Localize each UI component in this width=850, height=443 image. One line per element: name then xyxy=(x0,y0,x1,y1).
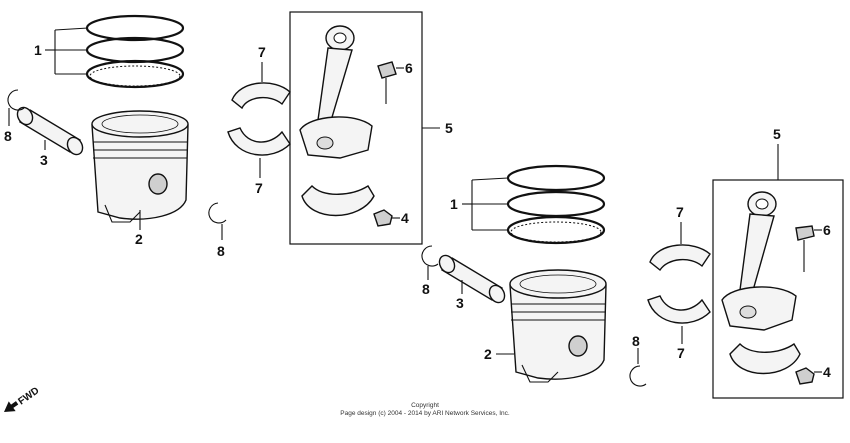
left-piston-pin xyxy=(16,106,84,156)
left-rod-bolt xyxy=(377,61,397,104)
left-connecting-rod xyxy=(299,25,373,159)
left-clip-outer-callout: 8 xyxy=(4,128,12,144)
right-clip-outer-callout: 8 xyxy=(422,281,430,297)
left-rod-callout: 5 xyxy=(445,120,453,136)
right-piston-rings xyxy=(506,164,606,245)
left-piston-callout: 2 xyxy=(135,231,143,247)
left-bearing-top-callout: 7 xyxy=(258,44,266,60)
right-pin-callout: 3 xyxy=(456,295,464,311)
left-rings-callout: 1 xyxy=(34,42,42,58)
right-clip-inner-callout: 8 xyxy=(632,333,640,349)
left-bearing-bottom-callout: 7 xyxy=(255,180,263,196)
right-bolt-callout: 6 xyxy=(823,222,831,238)
right-rod-bolt xyxy=(795,225,815,272)
right-bearing-top xyxy=(649,244,711,272)
left-rod-cap xyxy=(301,185,375,217)
right-rings-callout: 1 xyxy=(450,196,458,212)
left-clip-inner xyxy=(208,202,227,224)
right-bearing-top-callout: 7 xyxy=(676,204,684,220)
left-bearing-top xyxy=(231,82,291,110)
left-clip-outer xyxy=(7,89,25,111)
right-piston xyxy=(509,269,607,383)
copyright-notice: Copyright Page design (c) 2004 - 2014 by… xyxy=(0,402,850,418)
right-rod-callout: 5 xyxy=(773,126,781,142)
left-nut-callout: 4 xyxy=(401,210,409,226)
left-pin-callout: 3 xyxy=(40,152,48,168)
left-bearing-bottom xyxy=(227,127,291,156)
right-piston-callout: 2 xyxy=(484,346,492,362)
right-piston-pin xyxy=(438,254,506,304)
copyright-line-1: Copyright xyxy=(411,402,439,409)
left-rings-leader xyxy=(45,27,89,75)
right-nut-callout: 4 xyxy=(823,364,831,380)
left-bolt-callout: 6 xyxy=(405,60,413,76)
right-clip-inner xyxy=(629,365,647,387)
left-clip-inner-callout: 8 xyxy=(217,243,225,259)
right-bearing-bottom-callout: 7 xyxy=(677,345,685,361)
right-clip-outer xyxy=(421,245,439,267)
left-rod-nut xyxy=(373,209,393,227)
right-rod-nut xyxy=(795,367,815,385)
right-rod-cap xyxy=(729,342,801,375)
right-rings-leader xyxy=(462,177,509,231)
right-bearing-bottom xyxy=(647,295,711,324)
copyright-line-2: Page design (c) 2004 - 2014 by ARI Netwo… xyxy=(340,410,510,417)
right-connecting-rod xyxy=(721,191,797,331)
left-piston xyxy=(91,110,189,223)
left-piston-rings xyxy=(85,14,185,89)
